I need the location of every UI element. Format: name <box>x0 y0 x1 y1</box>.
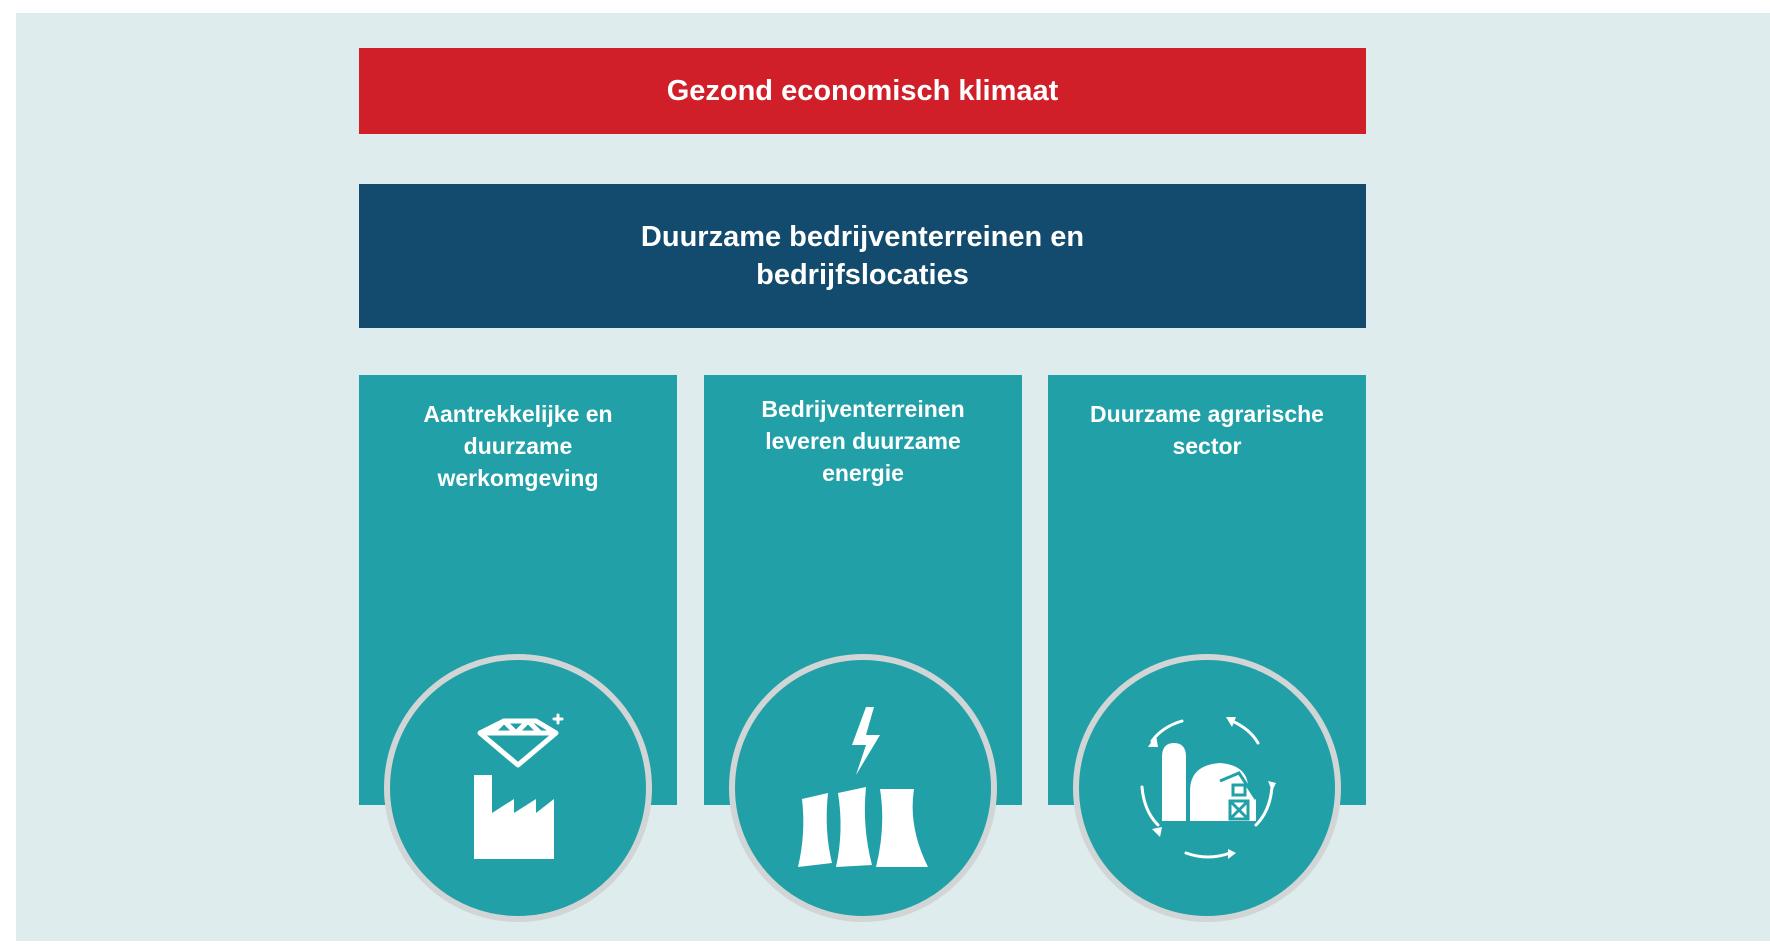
pillar-icon-circle <box>1073 654 1341 922</box>
second-banner: Duurzame bedrijventerreinen en bedrijfsl… <box>359 184 1366 328</box>
pillar-title: Duurzame agrarische sector <box>1090 401 1324 459</box>
pillar-title: Aantrekkelijke en duurzame werkomgeving <box>423 401 613 491</box>
top-banner-label: Gezond economisch klimaat <box>666 74 1059 107</box>
diamond-factory-icon <box>474 713 564 859</box>
pillar-icon-circle <box>384 654 652 922</box>
top-banner: Gezond economisch klimaat <box>359 48 1366 134</box>
farm-cycle-icon <box>1140 717 1276 859</box>
pillar-icon-circle <box>729 654 997 922</box>
second-banner-label: Duurzame bedrijventerreinen en bedrijfsl… <box>640 221 1085 291</box>
pillar-title: Bedrijventerreinen leveren duurzame ener… <box>761 396 965 486</box>
power-plant-lightning-icon <box>798 707 928 867</box>
